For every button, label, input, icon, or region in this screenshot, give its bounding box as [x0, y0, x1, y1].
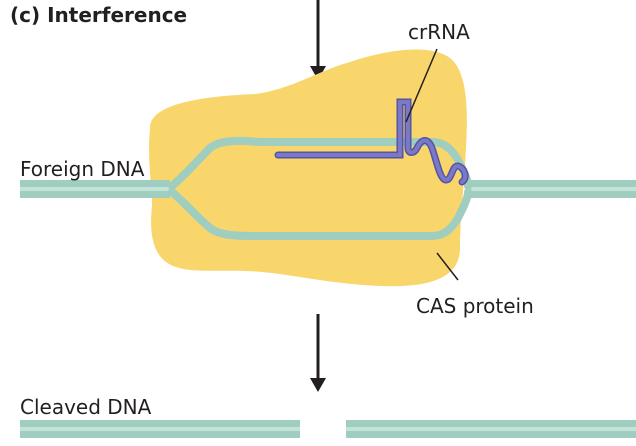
crrna-pointer [405, 48, 438, 123]
cas-protein-label: CAS protein [416, 294, 534, 318]
foreign-dna-left [20, 180, 170, 198]
arrow-down-top [310, 0, 326, 80]
cleaved-dna-label: Cleaved DNA [20, 395, 152, 419]
crrna-strand [274, 98, 469, 186]
cleaved-dna-left-fragment [20, 420, 300, 438]
foreign-dna-label: Foreign DNA [20, 157, 145, 181]
cas-protein-shape [149, 49, 467, 287]
foreign-dna-right [468, 180, 636, 198]
cas-protein-pointer [436, 252, 459, 281]
cleaved-dna-right-fragment [346, 420, 636, 438]
dna-strand-bottom [168, 188, 472, 240]
crrna-label: crRNA [408, 20, 470, 44]
arrow-down-bottom [310, 314, 326, 392]
panel-title: (c) Interference [10, 3, 188, 27]
